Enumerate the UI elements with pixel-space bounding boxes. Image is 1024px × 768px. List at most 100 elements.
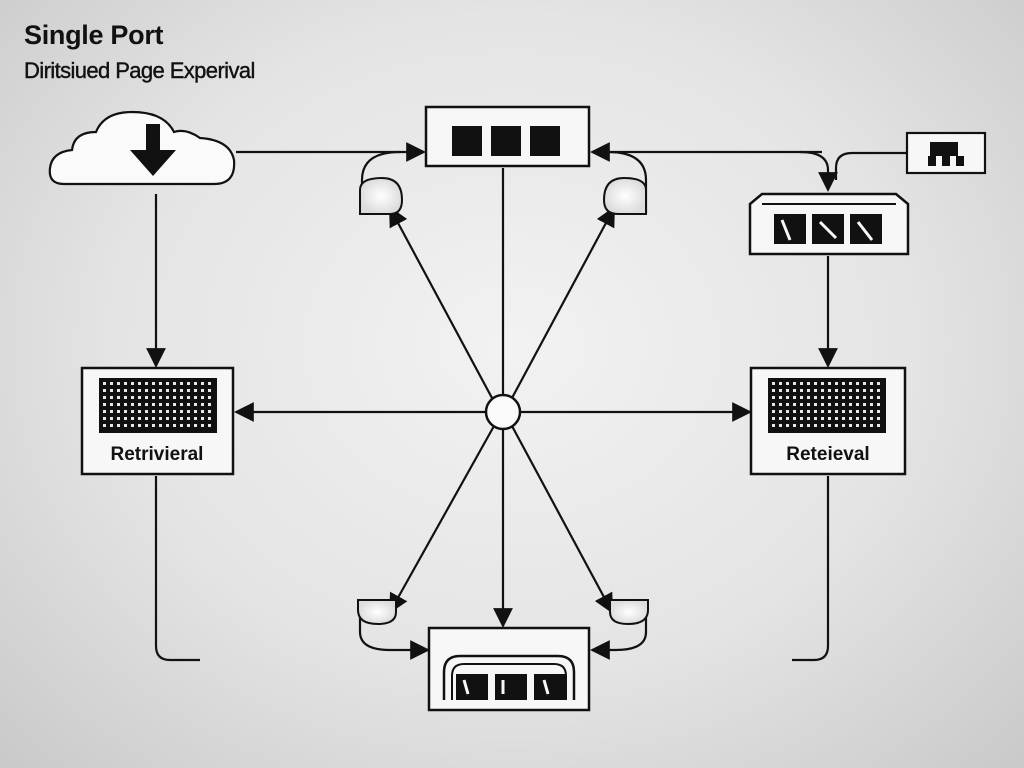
grid-dot <box>180 424 183 427</box>
grid-dot <box>194 382 197 385</box>
grid-dot <box>793 389 796 392</box>
grid-dot <box>138 382 141 385</box>
link-hub-lower-left <box>389 425 495 614</box>
storage-slot <box>495 674 527 700</box>
grid-dot <box>152 389 155 392</box>
grid-dot <box>849 403 852 406</box>
grid-dot <box>145 424 148 427</box>
grid-dot <box>870 417 873 420</box>
link-lower-right-bracket <box>590 600 648 660</box>
grid-dot <box>779 410 782 413</box>
grid-dot <box>786 389 789 392</box>
grid-dot <box>835 382 838 385</box>
link-lower-left-bracket <box>358 600 430 660</box>
grid-dot <box>828 417 831 420</box>
switch-port <box>491 126 521 156</box>
grid-dot <box>159 417 162 420</box>
grid-dot <box>877 424 880 427</box>
grid-dot <box>187 396 190 399</box>
grid-dot <box>103 410 106 413</box>
right-router[interactable] <box>748 192 910 256</box>
grid-dot <box>779 396 782 399</box>
grid-dot <box>138 396 141 399</box>
grid-dot <box>821 417 824 420</box>
grid-dot <box>835 389 838 392</box>
link-curve-to-router <box>799 150 838 192</box>
grid-dot <box>117 424 120 427</box>
grid-dot <box>870 382 873 385</box>
grid-dot <box>117 410 120 413</box>
grid-dot <box>145 396 148 399</box>
grid-dot <box>110 424 113 427</box>
grid-dot <box>194 396 197 399</box>
grid-dot <box>842 403 845 406</box>
hub-node-icon[interactable] <box>484 393 522 431</box>
grid-dot <box>187 403 190 406</box>
grid-dot <box>110 389 113 392</box>
storage-slot <box>534 674 566 700</box>
grid-dot <box>131 424 134 427</box>
connections <box>146 142 910 662</box>
grid-dot <box>124 382 127 385</box>
grid-dot <box>110 417 113 420</box>
grid-dot <box>187 410 190 413</box>
grid-dot <box>166 382 169 385</box>
grid-dot <box>856 396 859 399</box>
grid-dot <box>863 396 866 399</box>
grid-dot <box>145 410 148 413</box>
server-grid-icon <box>768 378 886 433</box>
grid-dot <box>870 410 873 413</box>
grid-dot <box>194 410 197 413</box>
left-server[interactable]: Retrivieral <box>80 366 235 476</box>
grid-dot <box>152 396 155 399</box>
port-cap-upper-right <box>602 176 647 215</box>
grid-dot <box>180 396 183 399</box>
bottom-storage-device[interactable] <box>427 626 591 712</box>
grid-dot <box>779 417 782 420</box>
grid-dot <box>870 396 873 399</box>
grid-dot <box>779 389 782 392</box>
grid-dot <box>807 403 810 406</box>
top-switch[interactable] <box>424 105 591 168</box>
grid-dot <box>849 410 852 413</box>
grid-dot <box>807 396 810 399</box>
grid-dot <box>110 396 113 399</box>
grid-dot <box>870 403 873 406</box>
grid-dot <box>110 382 113 385</box>
grid-dot <box>208 417 211 420</box>
grid-dot <box>786 396 789 399</box>
grid-dot <box>131 410 134 413</box>
grid-dot <box>208 396 211 399</box>
grid-dot <box>877 382 880 385</box>
grid-dot <box>877 410 880 413</box>
grid-dot <box>849 417 852 420</box>
grid-dot <box>117 417 120 420</box>
router-port <box>850 214 882 244</box>
grid-dot <box>828 410 831 413</box>
grid-dot <box>187 382 190 385</box>
port-caps <box>357 176 649 626</box>
grid-dot <box>807 410 810 413</box>
grid-dot <box>772 410 775 413</box>
grid-dot <box>779 382 782 385</box>
grid-dot <box>110 410 113 413</box>
grid-dot <box>842 417 845 420</box>
grid-dot <box>835 417 838 420</box>
grid-dot <box>201 389 204 392</box>
grid-dot <box>821 410 824 413</box>
grid-dot <box>863 417 866 420</box>
grid-dot <box>842 396 845 399</box>
server-grid-icon <box>99 378 217 433</box>
grid-dot <box>117 382 120 385</box>
grid-dot <box>863 410 866 413</box>
grid-dot <box>863 389 866 392</box>
device-icon[interactable] <box>905 131 987 175</box>
grid-dot <box>856 403 859 406</box>
grid-dot <box>800 382 803 385</box>
grid-dot <box>103 382 106 385</box>
grid-dot <box>124 424 127 427</box>
grid-dot <box>863 424 866 427</box>
grid-dot <box>152 410 155 413</box>
grid-dot <box>166 389 169 392</box>
right-server[interactable]: Reteieval <box>749 366 907 476</box>
